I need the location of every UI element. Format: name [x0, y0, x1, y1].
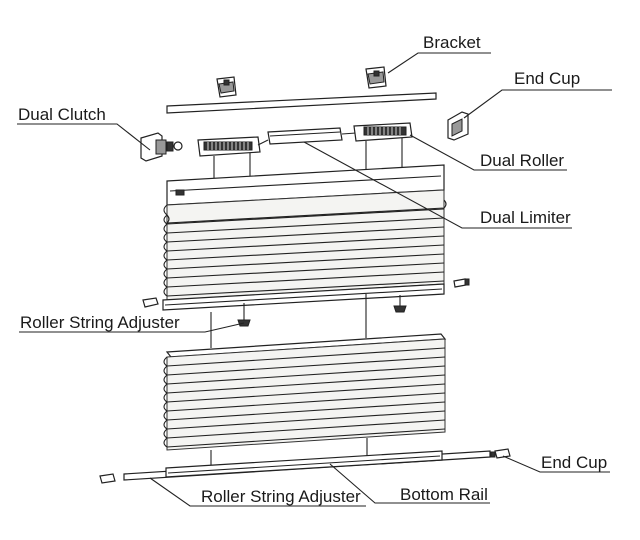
bracket-right [365, 66, 387, 89]
dual-clutch [140, 132, 183, 162]
bottom-rail [123, 450, 491, 481]
bottom-end-right [490, 448, 511, 459]
dual-limiter [257, 127, 357, 146]
upper-rail-end-right [453, 278, 470, 288]
label-dual-limiter: Dual Limiter [480, 208, 571, 227]
dual-roller-right [353, 122, 413, 142]
end-cup-top [447, 111, 469, 141]
string-adjuster-upper-left [237, 303, 251, 327]
leader-lines [17, 52, 612, 507]
string-adjuster-upper-right [393, 295, 407, 313]
upper-rail-end-left [142, 297, 159, 308]
label-dual-clutch: Dual Clutch [18, 105, 106, 124]
head-rail [166, 92, 437, 114]
bracket-left [216, 76, 237, 98]
label-roller-string-adjuster-top: Roller String Adjuster [20, 313, 180, 332]
upper-shade [162, 164, 447, 311]
label-dual-roller: Dual Roller [480, 151, 564, 170]
dual-roller-left [197, 136, 261, 157]
label-end-cup-bottom: End Cup [541, 453, 607, 472]
bottom-end-left [99, 473, 116, 484]
label-bottom-rail: Bottom Rail [400, 485, 488, 504]
label-roller-string-adjuster-bottom: Roller String Adjuster [201, 487, 361, 506]
lower-shade [163, 333, 447, 451]
label-end-cup-top: End Cup [514, 69, 580, 88]
label-bracket: Bracket [423, 33, 481, 52]
